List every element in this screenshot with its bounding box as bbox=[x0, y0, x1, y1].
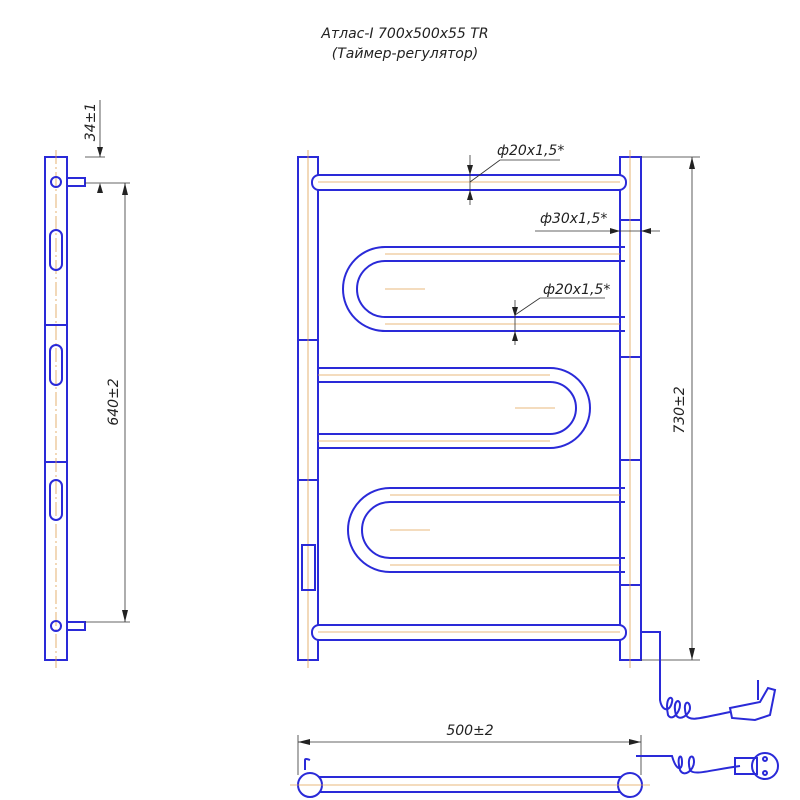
pipe-top-label: ф20x1,5* bbox=[497, 143, 564, 159]
height-dimension: 730±2 bbox=[672, 386, 688, 433]
pipe-post-label: ф30x1,5* bbox=[540, 211, 607, 227]
title-line1: Атлас-I 700x500x55 TR bbox=[320, 26, 488, 42]
timer-box bbox=[301, 544, 316, 591]
pipe-coil-label: ф20x1,5* bbox=[543, 282, 610, 298]
plug-front-icon bbox=[751, 752, 779, 780]
side-view: 34±1 640±2 bbox=[44, 100, 130, 668]
title-line2: (Таймер-регулятор) bbox=[332, 46, 478, 62]
bottom-view: 500±2 bbox=[290, 723, 779, 798]
front-view: ф20x1,5* ф30x1,5* ф20x1,5* 730±2 bbox=[297, 143, 777, 722]
width-dimension: 500±2 bbox=[446, 723, 493, 739]
plug-side-icon bbox=[728, 686, 777, 722]
mount-spacing-dimension: 640±2 bbox=[106, 378, 122, 425]
offset-dimension: 34±1 bbox=[83, 103, 99, 141]
